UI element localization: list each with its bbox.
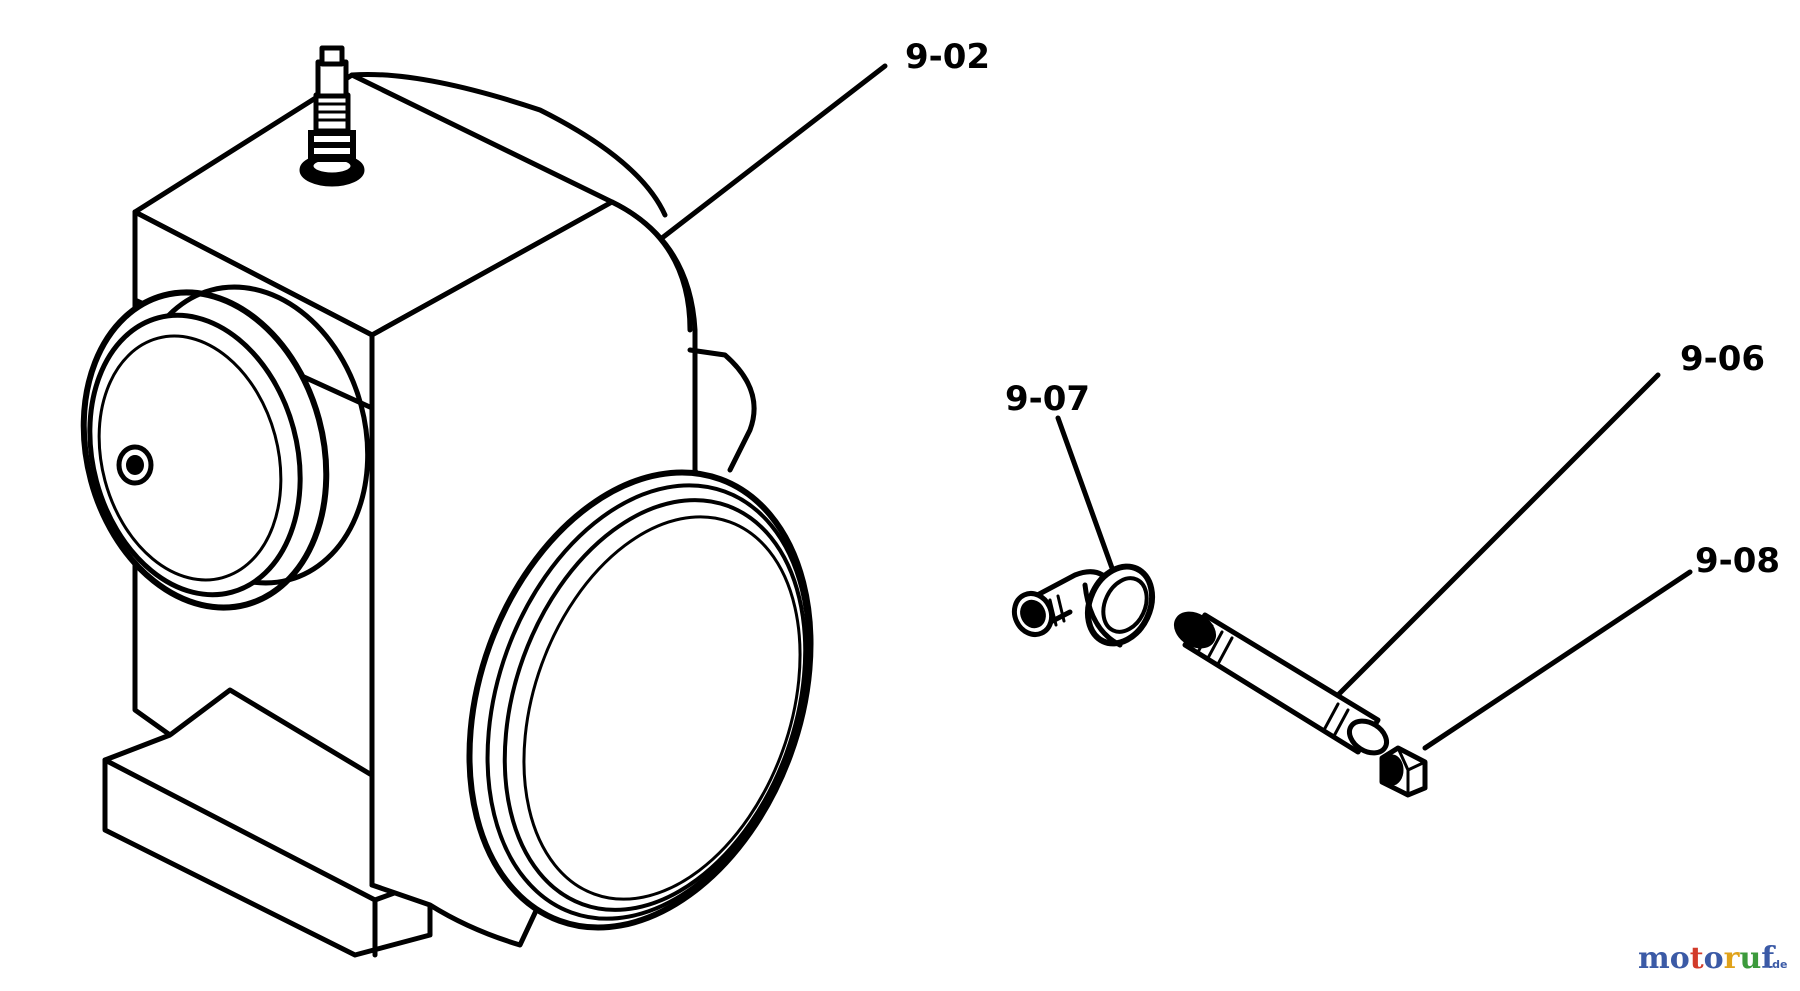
watermark-letter: o <box>1670 941 1690 976</box>
leader-line-engine <box>659 63 888 241</box>
watermark-logo: motoruf .de <box>1638 941 1788 976</box>
watermark-letter: t <box>1690 941 1704 976</box>
engine-block <box>80 45 814 958</box>
watermark-letter: r <box>1724 941 1741 976</box>
elbow-fitting <box>1011 563 1156 648</box>
leader-line-pipe <box>1335 372 1661 698</box>
spark-plug <box>299 45 365 187</box>
callout-elbow: 9-07 <box>1005 379 1090 419</box>
callout-pipe: 9-06 <box>1680 339 1765 379</box>
leader-line-plug <box>1422 569 1693 751</box>
pipe-plug <box>1379 745 1428 798</box>
callout-plug: 9-08 <box>1695 541 1780 581</box>
watermark-letter: f <box>1761 941 1776 976</box>
leader-line-elbow <box>1055 415 1115 571</box>
callout-engine: 9-02 <box>905 37 990 77</box>
svg-text:motoruf: motoruf <box>1638 941 1776 976</box>
watermark-letter: o <box>1704 941 1724 976</box>
pipe-nipple <box>1173 611 1390 756</box>
watermark-letter: m <box>1638 941 1670 976</box>
watermark-suffix: .de <box>1768 958 1788 971</box>
watermark-letter: u <box>1739 941 1761 976</box>
